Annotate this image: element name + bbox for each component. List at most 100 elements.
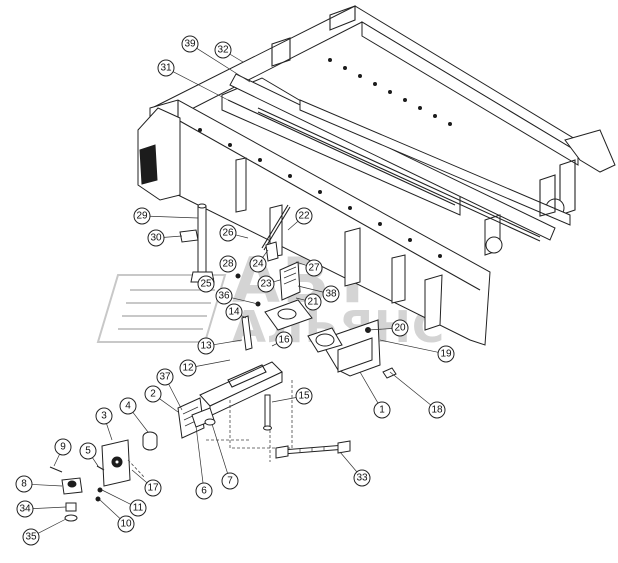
callout-number: 6 [201, 486, 207, 497]
callout-number: 17 [147, 483, 159, 494]
callout-number: 36 [218, 291, 230, 302]
callout-bubble [221, 472, 239, 490]
callout-26: 26 [219, 224, 249, 242]
callout-leader-line [195, 359, 231, 367]
callout-bubble [133, 207, 151, 225]
callout-19: 19 [379, 339, 455, 363]
callout-8: 8 [15, 475, 63, 493]
callout-bubble [391, 319, 409, 337]
callout-34: 34 [16, 500, 67, 518]
callout-leader-line [172, 71, 229, 101]
callout-11: 11 [101, 489, 147, 517]
callout-bubble [95, 407, 113, 425]
callout-bubble [295, 207, 313, 225]
callout-leader-line [159, 398, 179, 413]
callout-bubble [129, 499, 147, 517]
callout-28: 28 [219, 255, 237, 273]
callout-leader-line [231, 297, 259, 305]
callout-bubble [79, 442, 97, 460]
callout-number: 5 [85, 446, 91, 457]
callout-number: 33 [356, 473, 368, 484]
callout-number: 8 [21, 479, 27, 490]
callout-leader-line [367, 328, 393, 331]
callout-number: 3 [101, 411, 107, 422]
callout-bubble [295, 387, 313, 405]
callout-leader-line [37, 518, 67, 534]
callout-leader-line [262, 249, 269, 258]
callout-17: 17 [131, 469, 162, 497]
callout-number: 23 [260, 279, 272, 290]
callout-number: 24 [252, 259, 264, 270]
callout-leader-line [53, 454, 60, 467]
callout-bubble [215, 287, 233, 305]
callout-leader-line [132, 412, 149, 433]
callout-number: 35 [25, 532, 37, 543]
callout-leader-line [271, 343, 278, 347]
callout-number: 22 [298, 211, 310, 222]
callout-14: 14 [225, 303, 247, 321]
callout-bubble [304, 293, 322, 311]
callout-10: 10 [99, 499, 135, 533]
callout-leader-line [168, 383, 183, 411]
callout-bubble [22, 528, 40, 546]
callout-leader-line [163, 235, 183, 238]
callout-33: 33 [339, 451, 371, 487]
callout-leader-line [359, 371, 379, 404]
callout-leader-line [273, 279, 281, 283]
callout-leader-line [271, 397, 297, 403]
callout-13: 13 [197, 337, 243, 355]
callout-leader-line [295, 261, 307, 266]
callout-leader-line [149, 215, 199, 219]
callout-number: 10 [120, 519, 132, 530]
callout-bubble [225, 303, 243, 321]
callout-15: 15 [271, 387, 313, 405]
callout-2: 2 [144, 385, 179, 413]
callout-24: 24 [249, 249, 269, 273]
callout-leader-line [379, 339, 439, 353]
callout-23: 23 [257, 275, 281, 293]
callout-bubble [144, 479, 162, 497]
callout-number: 11 [133, 503, 144, 514]
callout-leader-line [229, 53, 244, 63]
callout-27: 27 [295, 259, 323, 277]
callout-bubble [275, 331, 293, 349]
callout-number: 21 [307, 297, 319, 308]
callout-number: 26 [222, 228, 234, 239]
callout-36: 36 [215, 287, 259, 305]
callout-6: 6 [195, 425, 213, 500]
callout-21: 21 [295, 293, 322, 311]
callout-number: 14 [228, 307, 240, 318]
callout-number: 4 [125, 401, 131, 412]
callout-leader-line [339, 451, 358, 473]
callout-leader-line [240, 315, 247, 319]
callout-number: 18 [431, 405, 443, 416]
callout-5: 5 [79, 442, 99, 467]
callout-number: 27 [308, 263, 320, 274]
callout-bubble [54, 438, 72, 456]
callout-leader-line [131, 469, 148, 484]
callout-3: 3 [95, 407, 113, 441]
callout-bubble [257, 275, 275, 293]
callout-20: 20 [367, 319, 409, 337]
callout-number: 1 [379, 405, 385, 416]
pin-part [263, 394, 272, 431]
turnbuckle [275, 440, 351, 459]
callout-number: 31 [160, 63, 172, 74]
callout-leader-line [99, 499, 121, 519]
callout-bubble [437, 345, 455, 363]
callout-number: 39 [184, 39, 196, 50]
callout-bubble [16, 500, 34, 518]
callout-bubble [195, 482, 213, 500]
callout-leader-line [211, 423, 228, 474]
drawbar [177, 361, 293, 462]
callout-number: 37 [159, 372, 171, 383]
callout-number: 16 [278, 335, 290, 346]
callout-9: 9 [53, 438, 72, 467]
callout-leader-line [196, 47, 251, 83]
callout-30: 30 [147, 229, 183, 247]
callout-leader-line [213, 339, 243, 346]
callout-number: 7 [227, 476, 233, 487]
callout-31: 31 [157, 59, 229, 101]
